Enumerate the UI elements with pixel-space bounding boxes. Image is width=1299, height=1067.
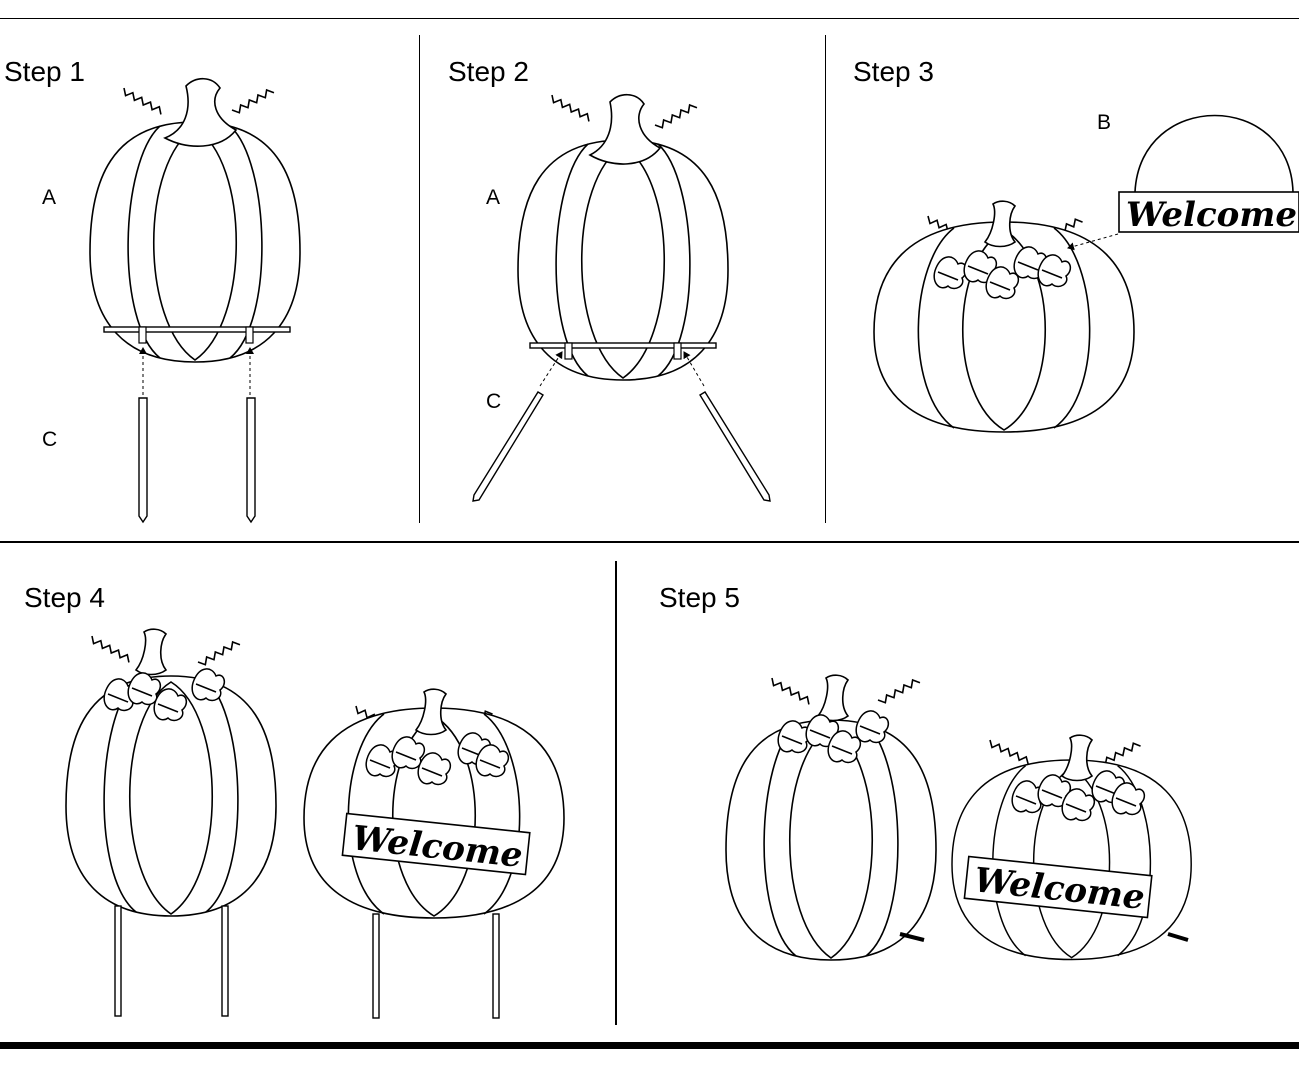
step-4-illustration: Welcome — [66, 629, 564, 1018]
step-2-illustration — [473, 95, 770, 501]
step-5-illustration: Welcome — [726, 675, 1191, 960]
step-3-sign-text: Welcome — [1126, 195, 1297, 235]
step-1-illustration — [90, 79, 300, 522]
step-3-illustration: Welcome — [874, 116, 1299, 433]
